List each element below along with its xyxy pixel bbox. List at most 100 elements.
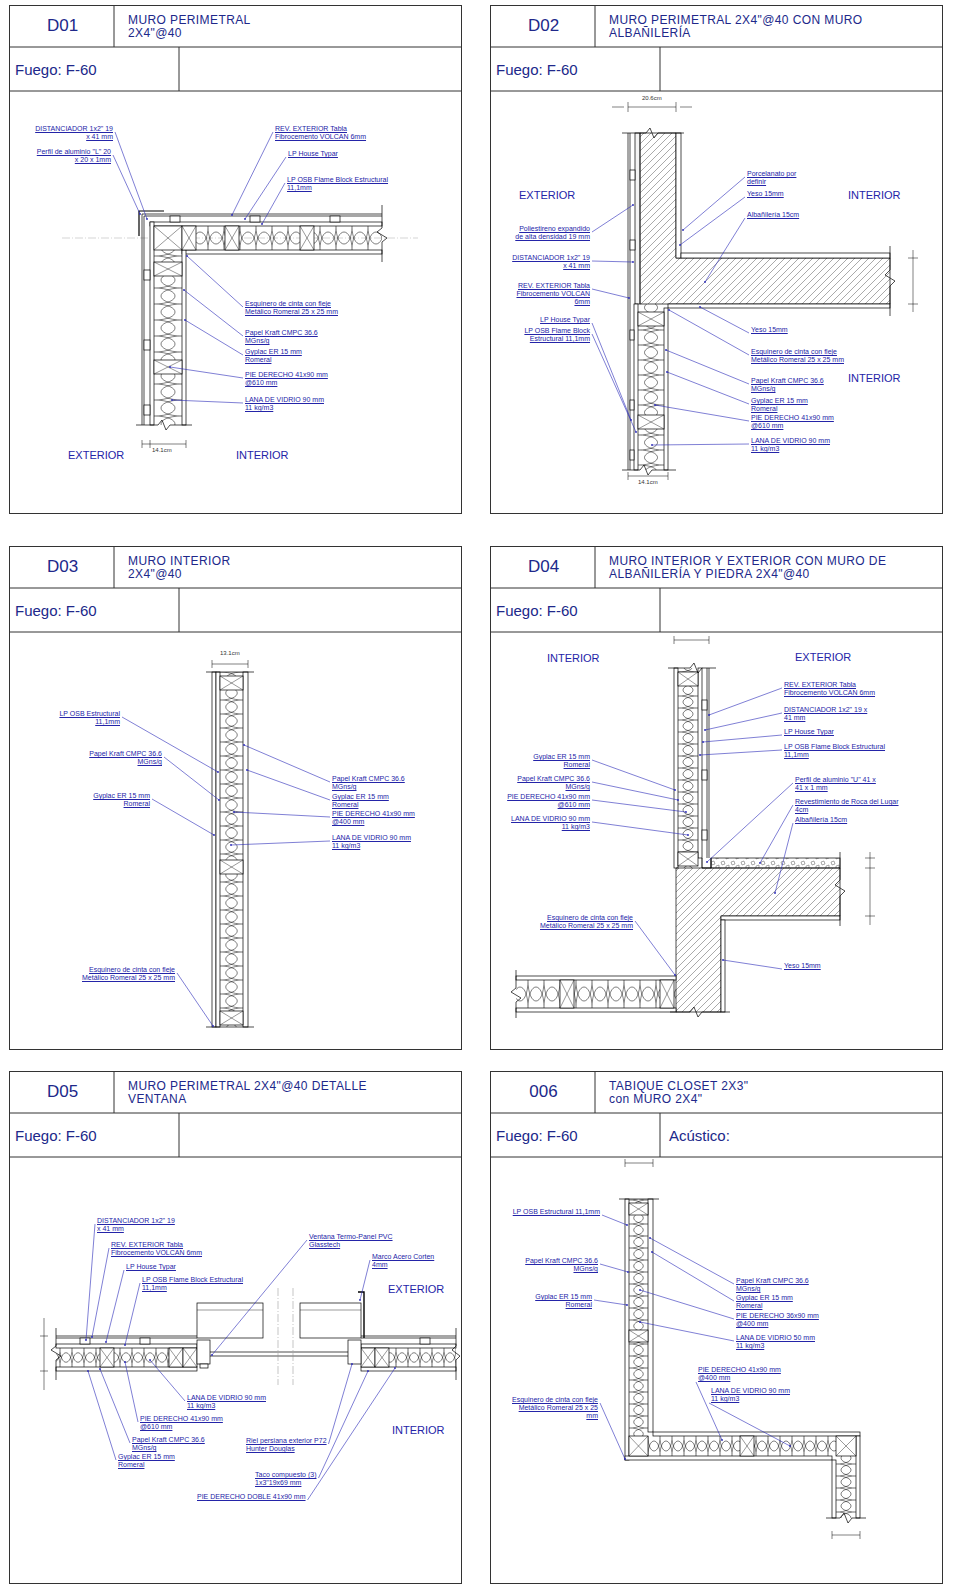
wall-section-d03	[206, 660, 254, 1027]
wall-section-d04-part	[674, 668, 678, 868]
leader-line	[262, 183, 285, 224]
wall-section-d01-part	[154, 226, 182, 425]
leader-dot	[359, 1299, 361, 1301]
wall-section-d05-part	[197, 1310, 361, 1311]
leader-line	[92, 1248, 109, 1337]
wall-section-d05-part	[375, 1348, 389, 1367]
callout-label: Revestimiento de Roca del Lugar 4cm	[795, 798, 905, 814]
wall-section-d01-part	[150, 222, 382, 226]
zone-label: INTERIOR	[236, 449, 289, 462]
leader-dot	[682, 229, 684, 231]
detail-code: D01	[10, 16, 115, 36]
leader-dot	[171, 399, 173, 401]
callout-label: Gyplac ER 15 mm Romeral	[736, 1294, 806, 1310]
zone-label: EXTERIOR	[68, 449, 124, 462]
leader-dot	[124, 1344, 126, 1346]
zone-label: EXTERIOR	[795, 651, 851, 664]
leader-line	[709, 688, 782, 715]
leader-line	[600, 1403, 625, 1459]
wall-section-d01-part	[144, 270, 150, 280]
fire-rating: Fuego: F-60	[496, 61, 578, 78]
callout-label: Yeso 15mm	[784, 962, 844, 970]
zone-label: INTERIOR	[848, 189, 901, 202]
leader-dot	[721, 1439, 723, 1441]
leader-line	[723, 960, 782, 969]
detail-panel: 006TABIQUE CLOSET 2X3" con MURO 2X4"Fueg…	[490, 1071, 943, 1584]
wall-section-d01-part	[154, 262, 182, 276]
callout-label: Gyplac ER 15 mm Romeral	[751, 397, 821, 413]
wall-section-d05-part	[197, 1340, 210, 1364]
detail-code: D04	[491, 557, 596, 577]
leader-line	[652, 444, 749, 445]
panel-grid-part	[490, 1071, 943, 1157]
wall-section-d01-part	[182, 250, 382, 254]
wall-section-d06-part	[653, 1432, 860, 1436]
detail-panel: D01MURO PERIMETRAL 2X4"@40Fuego: F-60	[9, 5, 462, 514]
detail-title: MURO INTERIOR 2X4"@40	[128, 555, 268, 581]
leader-dot	[706, 861, 708, 863]
leader-line	[172, 400, 243, 403]
dimension-label: 14.1cm	[152, 447, 172, 454]
callout-label: REV. EXTERIOR Tabla Fibrocemento VOLCAN …	[275, 125, 385, 141]
callout-label: LP OSB Flame Block Estructural 11,1mm	[287, 176, 407, 192]
fire-rating: Fuego: F-60	[496, 602, 578, 619]
callout-label: PIE DERECHO 41x90 mm @610 mm	[751, 414, 843, 430]
leader-line	[360, 1260, 370, 1300]
wall-section-d03-part	[220, 1011, 243, 1025]
wall-section-d04-part	[721, 920, 725, 1012]
wall-section-d01-part	[154, 360, 182, 374]
callout-label: Perfil de aluminio "U" 41 x 41 x 1 mm	[795, 776, 885, 792]
wall-section-d05-part	[56, 1348, 197, 1367]
leader-dot	[230, 844, 232, 846]
leader-line	[594, 1300, 627, 1305]
wall-section-d05-part	[361, 1336, 456, 1337]
zone-label: INTERIOR	[392, 1424, 445, 1437]
leader-dot	[85, 1339, 87, 1341]
wall-section-d05-part	[200, 1364, 208, 1368]
leader-line	[185, 320, 243, 355]
wall-section-d05-part	[210, 1352, 348, 1356]
wall-section-d06-part	[629, 1203, 648, 1215]
wall-section-d05-part	[100, 1348, 114, 1367]
callout-label: Riel persiana exterior P72 Hunter Dougla…	[246, 1437, 328, 1453]
leader-dot	[367, 1370, 369, 1372]
callout-label: Marco Acero Corten 4mm	[372, 1253, 442, 1269]
wall-section-d02-part	[634, 304, 638, 470]
leader-dot	[212, 1025, 214, 1027]
leader-line	[247, 770, 330, 800]
leader-line	[709, 1403, 790, 1446]
zone-label: EXTERIOR	[388, 1283, 444, 1296]
wall-section-d01-part	[300, 226, 314, 250]
wall-section-d02-part	[638, 312, 664, 326]
leader-dot	[184, 319, 186, 321]
leader-dot	[624, 1458, 626, 1460]
leader-line	[177, 973, 213, 1026]
zone-label: INTERIOR	[848, 372, 901, 385]
leader-dot	[627, 1271, 629, 1273]
wall-section-d06-part	[629, 1436, 836, 1456]
leader-dot	[632, 204, 634, 206]
wall-section-d01-part	[142, 214, 382, 215]
leader-line	[602, 1215, 627, 1225]
wall-section-d04-part	[711, 858, 840, 868]
wall-section-d06-part	[629, 1330, 648, 1342]
zone-label: INTERIOR	[547, 652, 600, 665]
callout-label: PIE DERECHO 36x90 mm @400 mm	[736, 1312, 828, 1328]
wall-section-d04-part	[516, 980, 676, 1008]
wall-section-d04-part	[676, 868, 840, 1012]
leader-line	[680, 197, 745, 245]
wall-section-d01-part	[144, 216, 145, 425]
panel-grid-part	[9, 1071, 462, 1157]
wall-section-d04-part	[707, 668, 708, 858]
leader-dot	[639, 1321, 641, 1323]
wall-section-d04-part	[678, 668, 698, 868]
dimension-label: 13.1cm	[220, 650, 240, 657]
leader-line	[234, 812, 330, 817]
leader-dot	[351, 1363, 353, 1365]
leader-line	[122, 717, 218, 772]
callout-label: LP OSB Estructural 11,1mm	[505, 1208, 600, 1216]
leader-dot	[149, 1359, 151, 1361]
leader-line	[700, 750, 782, 755]
panel-grid-part	[490, 5, 943, 91]
